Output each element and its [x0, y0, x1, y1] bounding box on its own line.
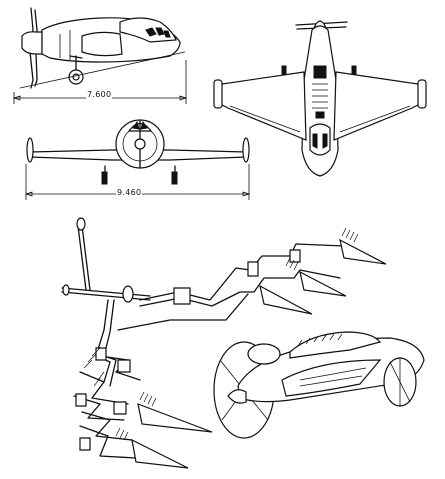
fuselage-length-label: 7.600 — [86, 90, 113, 99]
control-linkage — [61, 217, 387, 469]
side-view — [12, 7, 188, 104]
front-view — [24, 119, 251, 200]
perspective-view — [213, 331, 425, 439]
wingspan-label: 9.460 — [116, 188, 143, 197]
top-view — [213, 20, 427, 177]
